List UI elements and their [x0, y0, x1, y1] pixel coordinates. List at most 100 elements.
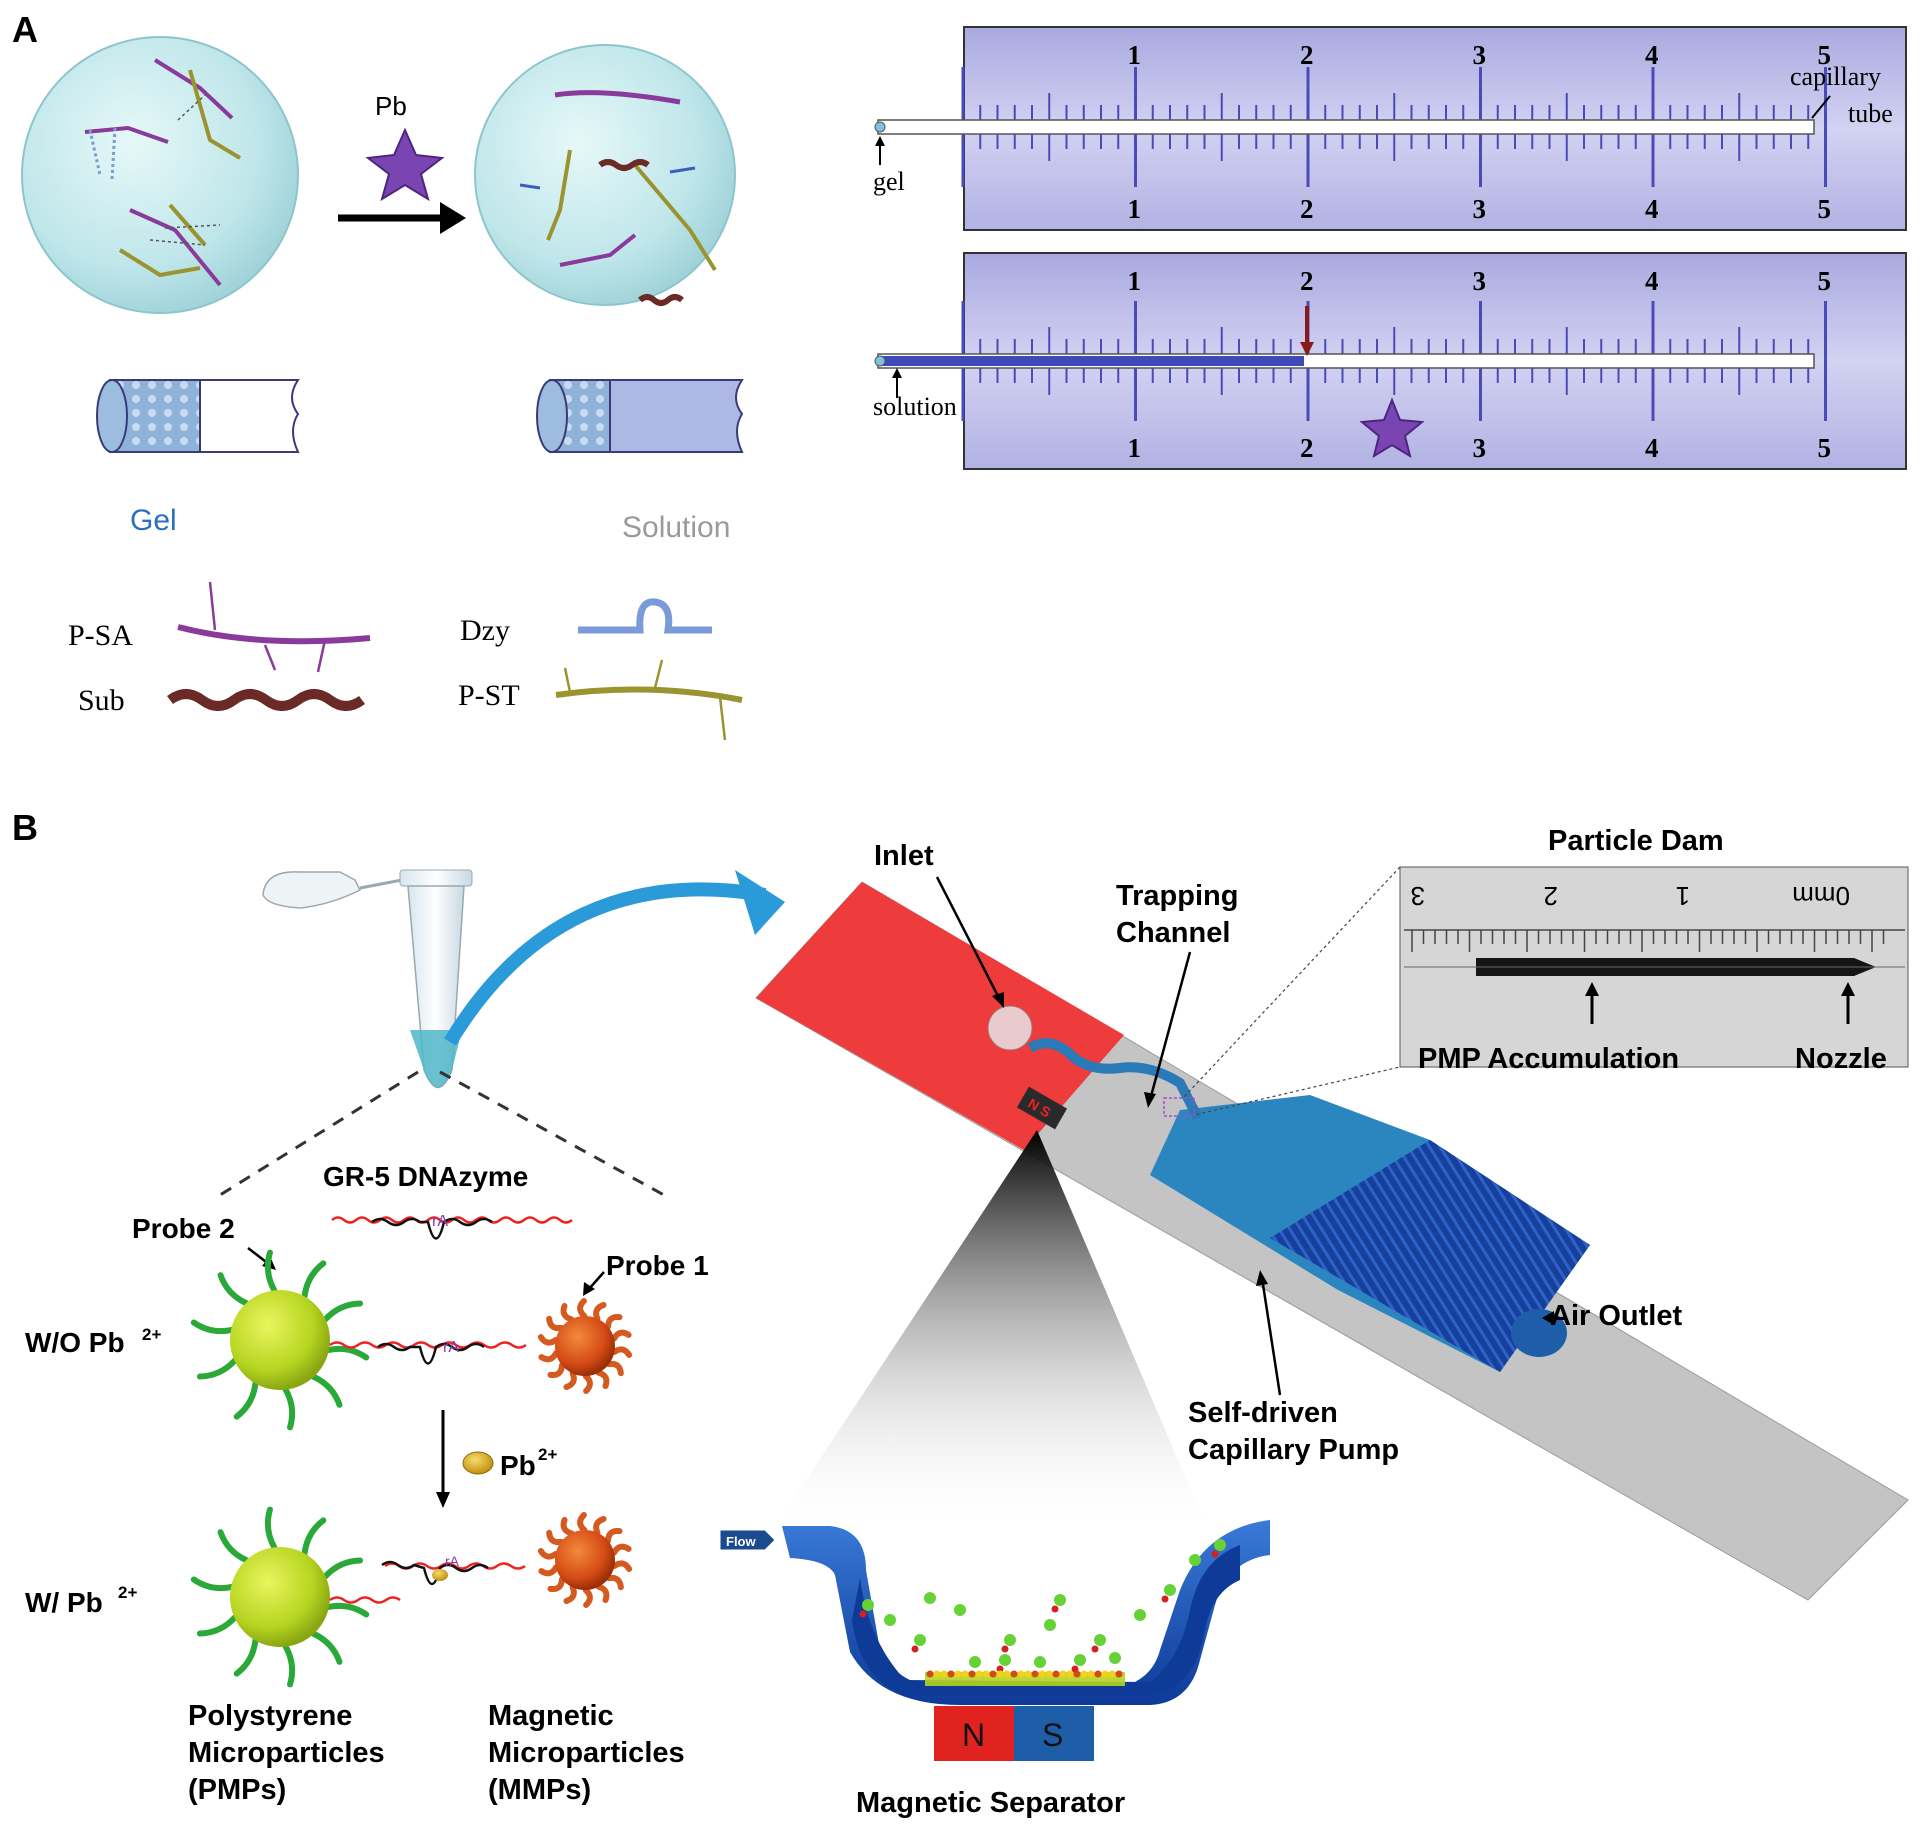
microcentrifuge-tube [262, 869, 473, 1089]
magnetic-separator-label: Magnetic Separator [856, 1787, 1125, 1819]
air-outlet-arrow-icon [1542, 1311, 1554, 1325]
particle-dam-inset [1399, 866, 1909, 1068]
nozzle-arrow-icon [1841, 982, 1855, 996]
legend-sub-label: Sub [78, 684, 125, 717]
ruler-number-top-1-3: 3 [1473, 266, 1487, 296]
ruler-number-top-0-2: 2 [1300, 40, 1314, 70]
legend-dzy-strand-icon [578, 598, 712, 634]
gel-pointer-arrow-icon [875, 136, 885, 146]
ruler-number-bottom-0-5: 5 [1818, 194, 1832, 224]
with-pb-ra-label: rA [445, 1553, 460, 1569]
chip-magnet-block [1016, 1086, 1068, 1130]
flow-tag: Flow [719, 1529, 776, 1551]
air-outlet-label: Air Outlet [1550, 1300, 1682, 1332]
nozzle-label: Nozzle [1795, 1043, 1887, 1075]
pmp-caption-line3: (PMPs) [188, 1774, 286, 1806]
legend-psa-label: P-SA [68, 619, 133, 652]
ruler-gel-label: gel [873, 167, 905, 196]
microfluidic-chip: N S [755, 881, 1909, 1601]
ruler-solution-label: solution [873, 392, 957, 421]
solution-capillary-drawing [536, 379, 744, 453]
ruler-number-top-0-5: 5 [1818, 40, 1832, 70]
zoom-cone [770, 1130, 1210, 1535]
probe1-arrow-icon [583, 1282, 595, 1296]
lead-star-icon-ruler [1359, 397, 1425, 459]
inlet-port [987, 1005, 1033, 1051]
panel-b-letter: B [12, 807, 38, 848]
solution-fragments-sphere [474, 44, 736, 306]
pb-ion-charge-b: 2+ [538, 1445, 557, 1464]
ruler-number-bottom-0-1: 1 [1128, 194, 1142, 224]
ruler-number-bottom-0-3: 3 [1473, 194, 1487, 224]
ruler-number-bottom-1-5: 5 [1818, 433, 1832, 463]
with-pb-charge: 2+ [118, 1583, 137, 1602]
pmp-particle-without-pb [190, 1249, 370, 1431]
magnetic-separator-channel [782, 1520, 1270, 1705]
pmp-particle-with-pb [190, 1506, 370, 1688]
reading-marker-arrow-icon [1300, 342, 1314, 356]
inset-ruler-label-0: 3 [1411, 881, 1425, 911]
legend-sub-helix-icon [167, 689, 365, 711]
ruler-number-bottom-0-2: 2 [1300, 194, 1314, 224]
flow-label: Flow [726, 1534, 756, 1549]
solution-label: Solution [622, 511, 730, 544]
solution-pointer-arrow-icon [892, 368, 902, 378]
mmp-particle-without-pb [537, 1298, 633, 1394]
without-pb-charge: 2+ [142, 1325, 161, 1344]
panel-a-letter: A [12, 9, 38, 50]
mmp-caption-line3: (MMPs) [488, 1774, 591, 1806]
ruler-number-top-0-4: 4 [1645, 40, 1659, 70]
mmp-caption-line2: Microparticles [488, 1737, 685, 1769]
magnet-s-label: S [1042, 1717, 1063, 1753]
ruler-number-bottom-1-4: 4 [1645, 433, 1659, 463]
dnazyme-title: GR-5 DNAzyme [323, 1161, 528, 1192]
ruler-number-top-0-3: 3 [1473, 40, 1487, 70]
without-pb-ra-label: rA [443, 1339, 459, 1356]
pb-ion-bead-icon [462, 1451, 494, 1475]
separator-particle-cloud [859, 1539, 1226, 1678]
legend-psa-strand-icon [177, 624, 371, 645]
pmp-accumulation-label: PMP Accumulation [1418, 1043, 1679, 1075]
pmp-caption-line2: Microparticles [188, 1737, 385, 1769]
without-pb-label: W/O Pb [25, 1327, 125, 1358]
gel-capillary-drawing [96, 379, 300, 453]
capillary-tube-empty [877, 119, 1815, 135]
inlet-arrow-icon [992, 992, 1004, 1008]
legend-pst-label: P-ST [458, 679, 520, 712]
trapping-label-line1: Trapping [1116, 880, 1238, 912]
capillary-label-line2: tube [1848, 99, 1893, 128]
ruler-number-top-1-1: 1 [1128, 266, 1142, 296]
trapping-arrow-icon [1144, 1092, 1156, 1108]
gel-tip-dot [874, 121, 886, 133]
pump-label-line1: Self-driven [1188, 1397, 1338, 1429]
ruler-number-top-1-4: 4 [1645, 266, 1659, 296]
magnet-n-label: N [962, 1717, 985, 1753]
solution-flow-fill [880, 356, 1304, 366]
transfer-arrow [444, 882, 767, 1046]
ruler-number-bottom-1-1: 1 [1128, 433, 1142, 463]
ruler-number-bottom-1-3: 3 [1473, 433, 1487, 463]
inset-ruler-label-1: 2 [1544, 881, 1558, 911]
mmp-caption-line1: Magnetic [488, 1700, 614, 1732]
reaction-arrow-head-icon [440, 202, 466, 234]
ruler-number-bottom-0-4: 4 [1645, 194, 1659, 224]
enzyme-strand-icon [371, 1217, 493, 1240]
inset-ruler-label-3: 0mm [1792, 881, 1850, 911]
magnet-s-block [1014, 1706, 1094, 1761]
pmp-accumulation-arrow-icon [1585, 982, 1599, 996]
trapping-label-line2: Channel [1116, 917, 1230, 949]
ruler-number-top-0-1: 1 [1128, 40, 1142, 70]
pb-ion-label-b: Pb [500, 1450, 536, 1481]
pmp-caption-line1: Polystyrene [188, 1700, 352, 1732]
pb-ion-label: Pb [375, 91, 407, 121]
ruler-number-top-1-2: 2 [1300, 266, 1314, 296]
particle-dam-title: Particle Dam [1548, 825, 1724, 857]
gel-label: Gel [130, 504, 177, 537]
transfer-arrow-head-icon [735, 870, 785, 935]
pump-arrow-icon [1256, 1270, 1268, 1286]
cleavage-arrow-head-icon [436, 1492, 450, 1508]
capillary-pump-stripes [1270, 1140, 1590, 1372]
